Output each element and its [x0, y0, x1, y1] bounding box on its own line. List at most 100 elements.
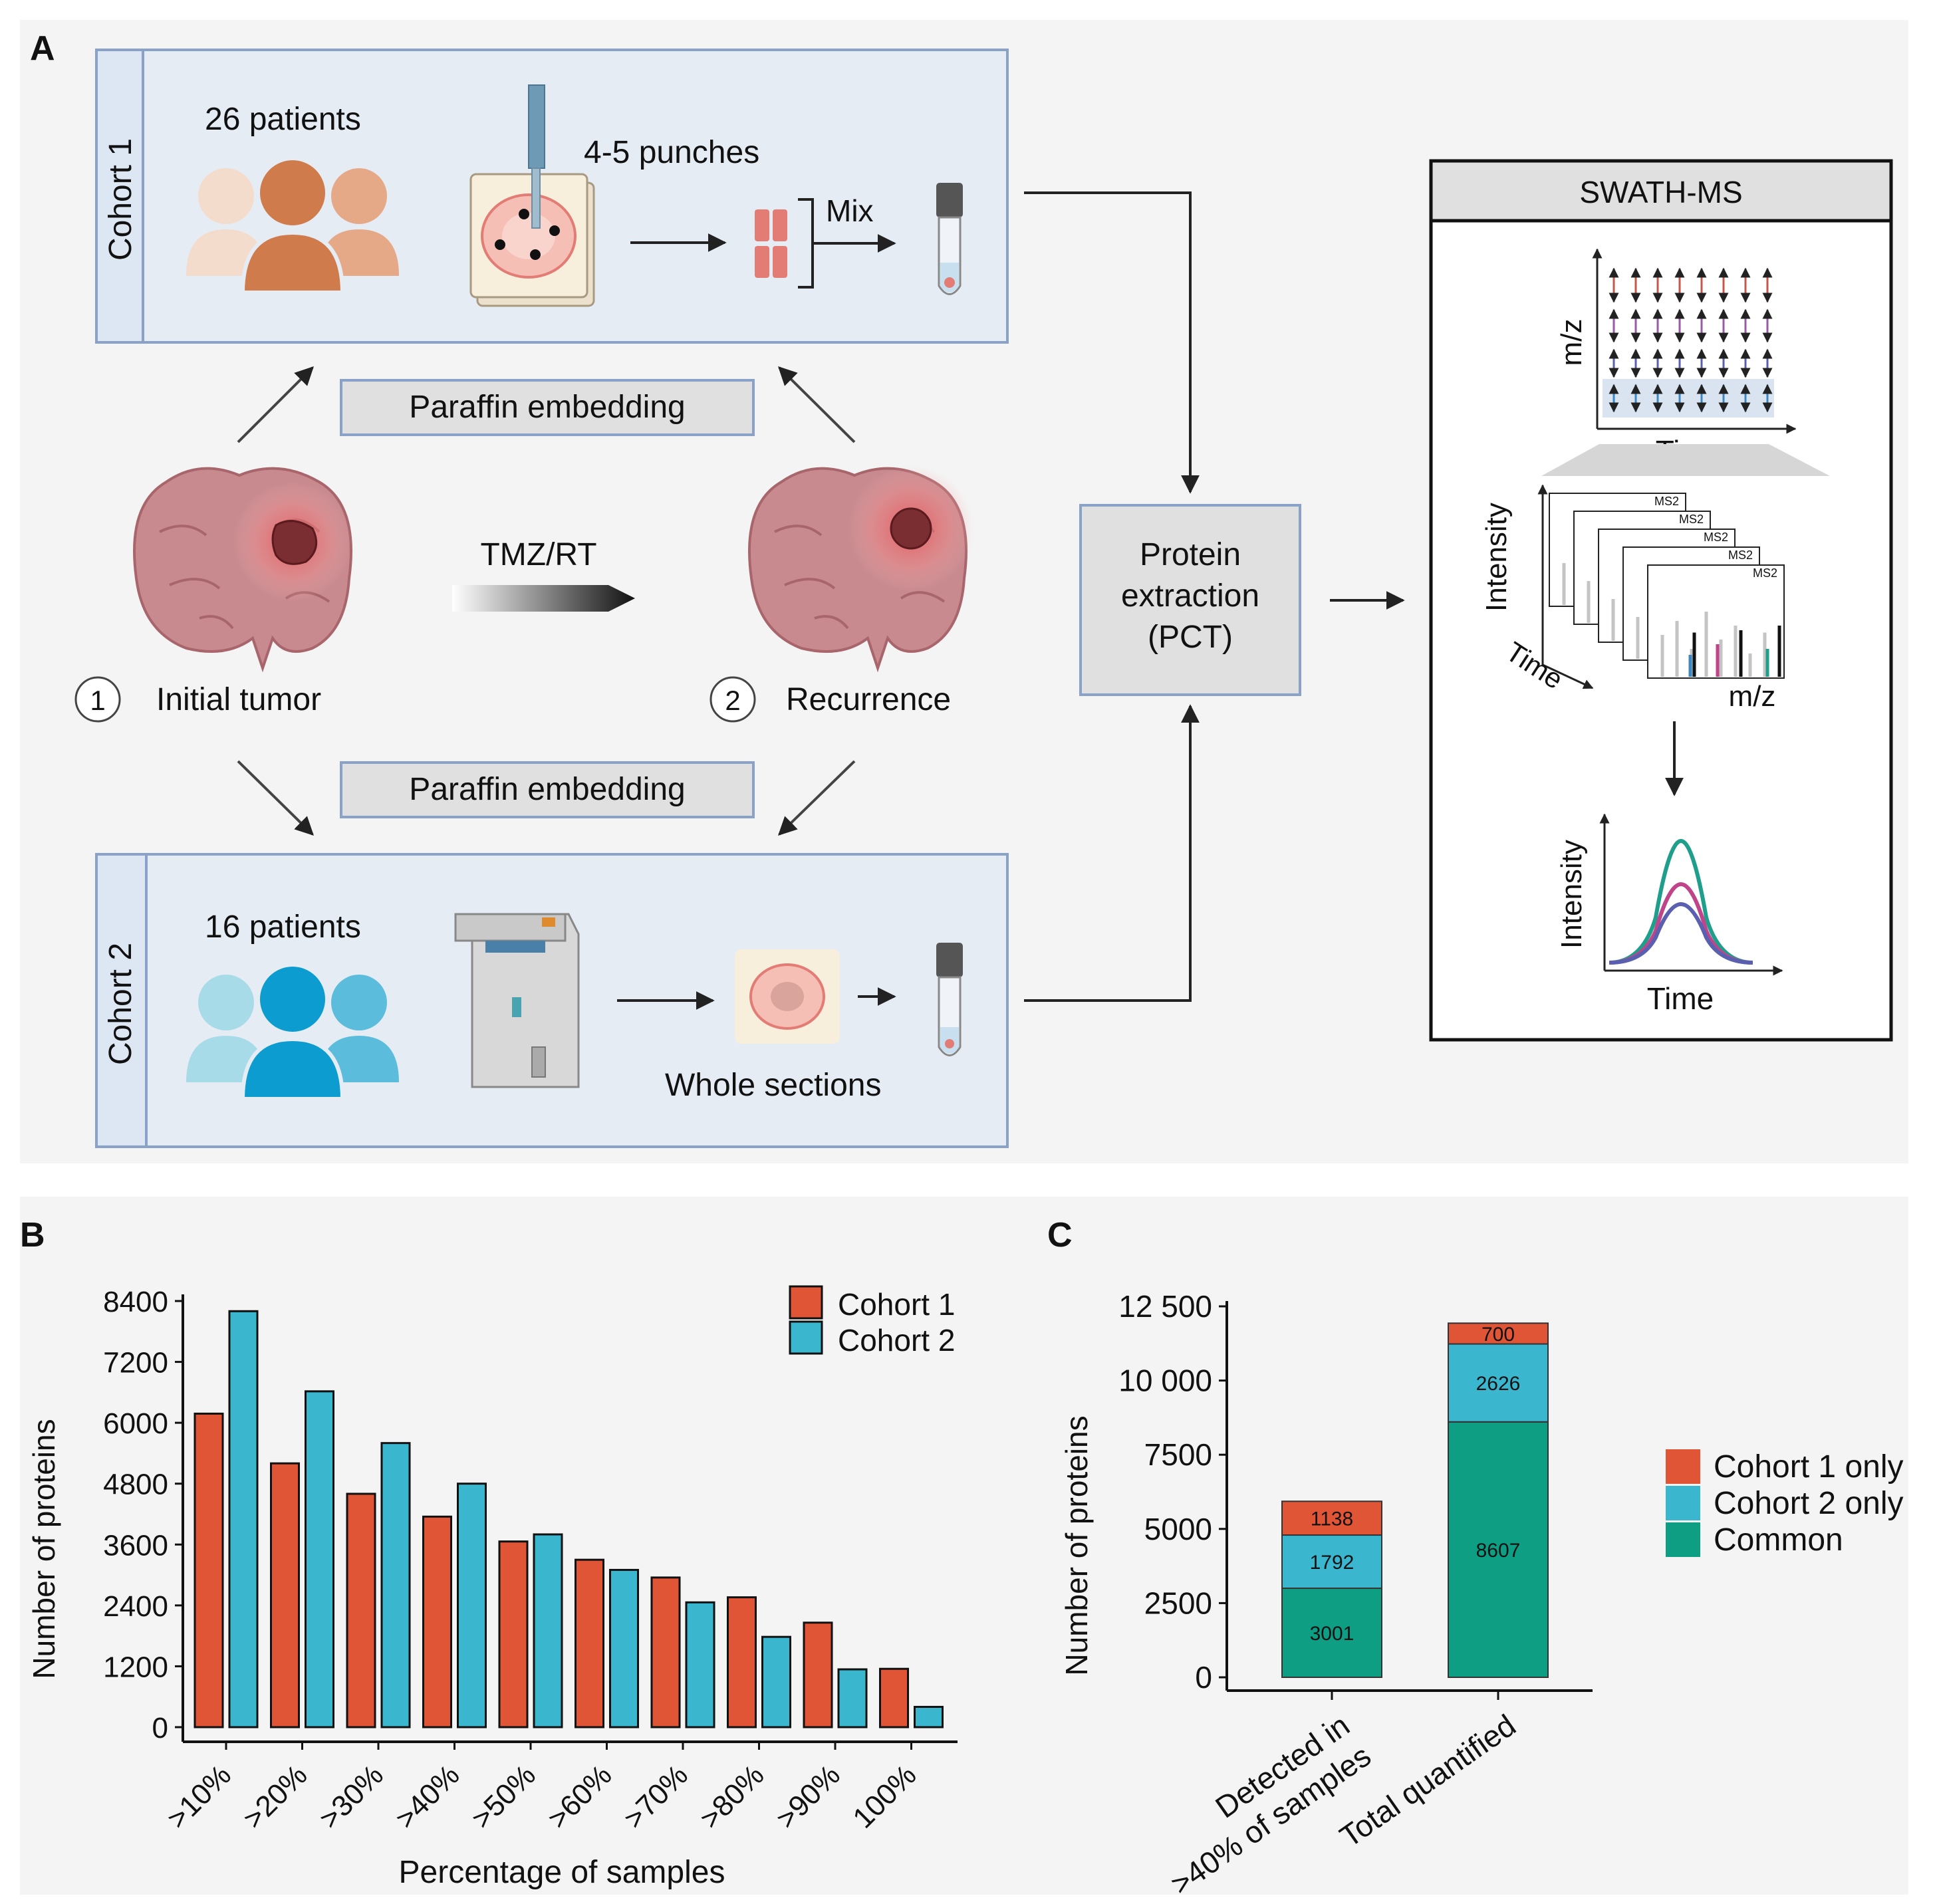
chart-c-bar-segment: [1281, 1588, 1382, 1679]
legend-label-common: Common: [1714, 1522, 1843, 1558]
chart-b-xlabel: Percentage of samples: [399, 1855, 725, 1890]
arrow-recurrence-to-cohort2: [777, 760, 856, 836]
chromatogram-peak-teal: [1609, 838, 1753, 965]
chart-c-data-label: 8607: [1476, 1540, 1521, 1562]
swath-intensity-label-1: Intensity: [1480, 503, 1513, 612]
legend-label-cohort2-only: Cohort 2 only: [1714, 1486, 1904, 1521]
ms2-label: MS2: [1679, 513, 1704, 526]
paraffin-top-label: Paraffin embedding: [409, 390, 685, 425]
chart-c-data-label: 2626: [1476, 1373, 1521, 1395]
microtome-icon: [454, 913, 580, 1088]
whole-sections-label: Whole sections: [665, 1068, 881, 1103]
ms2-label: MS2: [1753, 566, 1777, 580]
legend-swatch-cohort2-only: [1666, 1486, 1700, 1520]
cohort1-patients-label: 26 patients: [205, 102, 361, 137]
tube-icon-cohort1: [936, 183, 963, 295]
chart-b-y-tick-label: 6000: [103, 1407, 168, 1440]
arrow-recurrence-to-cohort1: [778, 366, 856, 443]
extraction-line2: extraction: [1121, 578, 1259, 614]
cohort2-patients-label: 16 patients: [205, 909, 361, 945]
chart-c-bar-segment: [1448, 1343, 1549, 1423]
legend-swatch-cohort2: [789, 1320, 823, 1355]
chart-c-data-label: 1792: [1310, 1552, 1354, 1574]
arrow-initial-to-cohort1: [237, 366, 314, 443]
chart-b-bar: [422, 1515, 452, 1728]
chart-b-bar: [609, 1568, 639, 1728]
treatment-label: TMZ/RT: [480, 537, 596, 572]
recurrence-number-circle: [709, 676, 756, 723]
chart-b-bar: [270, 1462, 300, 1728]
chart-c-bar-segment: [1281, 1500, 1382, 1536]
chart-b-y-tick-label: 7200: [103, 1347, 168, 1379]
tube-icon-cohort2: [936, 943, 963, 1056]
chart-c-data-label: 1138: [1311, 1508, 1354, 1530]
tissue-cores-icon: [755, 209, 787, 278]
chart-b-bar: [457, 1483, 487, 1728]
initial-number: 1: [90, 685, 105, 716]
chart-b-bar: [193, 1412, 224, 1728]
swath-mz-label: m/z: [1555, 319, 1588, 366]
cohort1-box: Cohort 1 26 patients 4-5 punches: [95, 49, 1009, 344]
chart-b-bar: [837, 1668, 868, 1728]
tissue-punch-icon: [469, 84, 595, 307]
zoom-wedge: [1541, 444, 1830, 476]
chart-b-ylabel: Number of proteins: [27, 1419, 61, 1679]
chart-c-y-tick-label: 0: [1195, 1660, 1212, 1695]
paraffin-embedding-bottom: Paraffin embedding: [340, 761, 755, 818]
chart-b-y-tick-label: 8400: [103, 1286, 168, 1318]
connector-cohort2-to-extraction: [1024, 704, 1200, 1002]
chart-b-bar: [346, 1492, 376, 1728]
chart-b-bar: [727, 1596, 757, 1728]
chart-b-y-tick-label: 0: [152, 1712, 168, 1744]
chart-b-bar: [380, 1442, 411, 1728]
paraffin-embedding-top: Paraffin embedding: [340, 379, 755, 436]
arrow-initial-to-cohort2: [237, 760, 314, 836]
ms2-label: MS2: [1654, 495, 1679, 508]
legend-label-cohort1-only: Cohort 1 only: [1714, 1449, 1904, 1485]
people-icon-cohort1: [186, 156, 399, 295]
chart-c-data-label: 3001: [1310, 1623, 1354, 1645]
chart-b-bar: [803, 1621, 833, 1728]
mix-label: Mix: [826, 193, 874, 228]
panel-a-label: A: [30, 29, 55, 68]
cohort1-side-label: Cohort 1: [103, 138, 138, 261]
protein-extraction-box: Protein extraction (PCT): [1079, 504, 1301, 696]
panel-c-label: C: [1047, 1216, 1073, 1254]
chart-b-bar: [650, 1576, 681, 1728]
legend-label-cohort2: Cohort 2: [838, 1323, 955, 1358]
swath-mz-label-2: m/z: [1729, 680, 1776, 713]
legend-swatch-cohort1-only: [1666, 1449, 1700, 1484]
swath-intensity-label-2: Intensity: [1555, 840, 1588, 949]
legend-swatch-cohort1: [789, 1285, 823, 1320]
chart-b-bar: [761, 1635, 791, 1728]
chart-b-legend: Cohort 1 Cohort 2: [789, 1285, 955, 1358]
chart-b-bar: [879, 1667, 909, 1728]
recurrence-number: 2: [725, 685, 740, 716]
chart-c-data-label: 700: [1482, 1324, 1515, 1346]
initial-tumor-label: Initial tumor: [156, 682, 321, 717]
swath-title: SWATH-MS: [1579, 175, 1742, 209]
ms2-label: MS2: [1728, 548, 1753, 562]
chart-c-bar-segment: [1448, 1322, 1549, 1345]
legend-swatch-common: [1666, 1522, 1700, 1557]
chart-b-bar: [685, 1601, 715, 1728]
swath-time-label-3: Time: [1647, 981, 1714, 1016]
panel-b-label: B: [20, 1216, 45, 1254]
chart-b-bar: [305, 1390, 334, 1728]
chart-c-y-tick-label: 5000: [1144, 1512, 1212, 1546]
chart-c-ylabel: Number of proteins: [1059, 1415, 1094, 1675]
recurrence-label: Recurrence: [786, 682, 951, 717]
brain-initial-tumor-icon: [133, 467, 352, 673]
ms2-label: MS2: [1704, 531, 1728, 544]
legend-label-cohort1: Cohort 1: [838, 1287, 955, 1322]
treatment-gradient-arrow: [452, 585, 635, 612]
chart-b-y-tick-label: 1200: [103, 1651, 168, 1683]
chromatogram-peak-magenta: [1609, 882, 1753, 965]
chart-c-y-tick-label: 10 000: [1118, 1364, 1212, 1398]
cohort2-side-label: Cohort 2: [103, 943, 138, 1065]
chart-c-y-tick-label: 7500: [1144, 1437, 1212, 1472]
isolation-windows: [1609, 267, 1773, 413]
